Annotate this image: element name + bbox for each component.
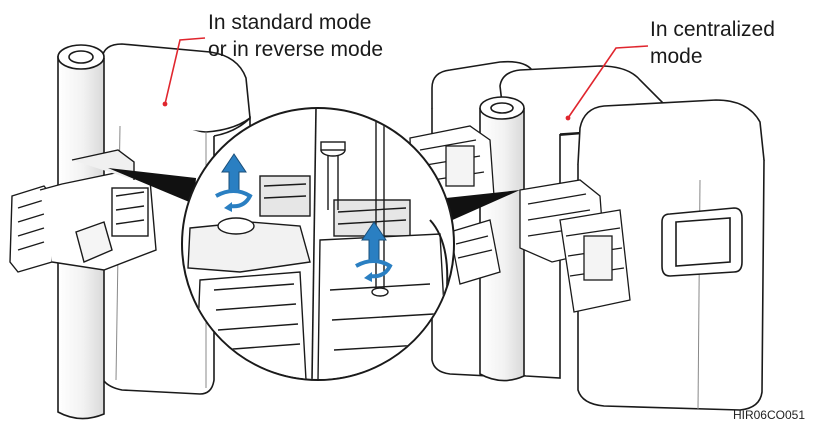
callout-centralized-line1: In centralized: [650, 18, 775, 41]
magnified-detail-view: [181, 107, 455, 381]
leader-standard: [164, 37, 206, 105]
leader-centralized: [567, 45, 649, 119]
rotate-arrow-icon: [215, 189, 253, 212]
drawing-code: HIR06CO051: [732, 408, 805, 422]
zoom-pointer-left: [108, 168, 196, 204]
rotate-arrow-icon: [355, 259, 393, 282]
centralized-bracket-right: [519, 179, 631, 313]
callout-centralized-mode: In centralized mode: [650, 16, 775, 70]
leader-lines: [162, 37, 649, 121]
callout-standard-line2: or in reverse mode: [208, 38, 384, 61]
left-mounting-bracket: [9, 149, 157, 273]
callout-standard-mode: In standard mode or in reverse mode: [208, 9, 383, 63]
callout-standard-line1: In standard mode: [208, 11, 372, 34]
zoom-pointer-right: [446, 190, 520, 222]
callout-centralized-line2: mode: [650, 45, 703, 68]
centralized-unit-front: [577, 99, 765, 411]
